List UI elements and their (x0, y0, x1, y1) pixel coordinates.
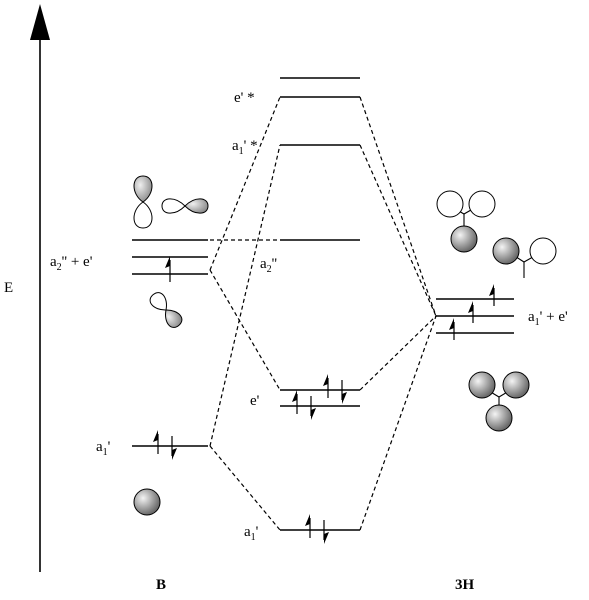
electron-up (165, 256, 171, 282)
energy-axis-label: E (4, 280, 13, 296)
a1-bonding-label: a1' (244, 524, 259, 543)
e-prime-label: e' (250, 393, 260, 409)
electron-pair (153, 430, 177, 460)
a2pp-e-label: a2'' + e' (50, 254, 93, 273)
electron-pair (292, 390, 316, 420)
electron-up (449, 318, 455, 340)
electron-pair (305, 514, 329, 544)
boron-column-title: B (156, 577, 166, 593)
boron-s-orbital (133, 488, 161, 516)
boron-pz-orbital (133, 175, 153, 229)
e-star-label: e' * (234, 90, 255, 106)
h3-group-orbital-2 (492, 237, 557, 278)
boron-s-label: a1' (96, 439, 111, 458)
electron-up (489, 284, 495, 306)
electron-up (468, 301, 474, 323)
mo-levels (132, 77, 514, 531)
hydrogen-column-title: 3H (455, 577, 475, 593)
electron-pair (323, 374, 347, 404)
electrons (153, 256, 495, 544)
boron-py-orbital (149, 292, 183, 328)
hydrogen-level-label: a1' + e' (528, 309, 568, 328)
h3-group-orbital-1 (436, 190, 496, 253)
a1-star-label: a1' * (232, 138, 258, 157)
a2pp-label: a2'' (260, 256, 277, 275)
energy-axis (30, 4, 50, 572)
correlation-lines (209, 96, 437, 531)
h3-group-orbital-3 (468, 371, 530, 432)
boron-px-orbital (161, 198, 209, 214)
